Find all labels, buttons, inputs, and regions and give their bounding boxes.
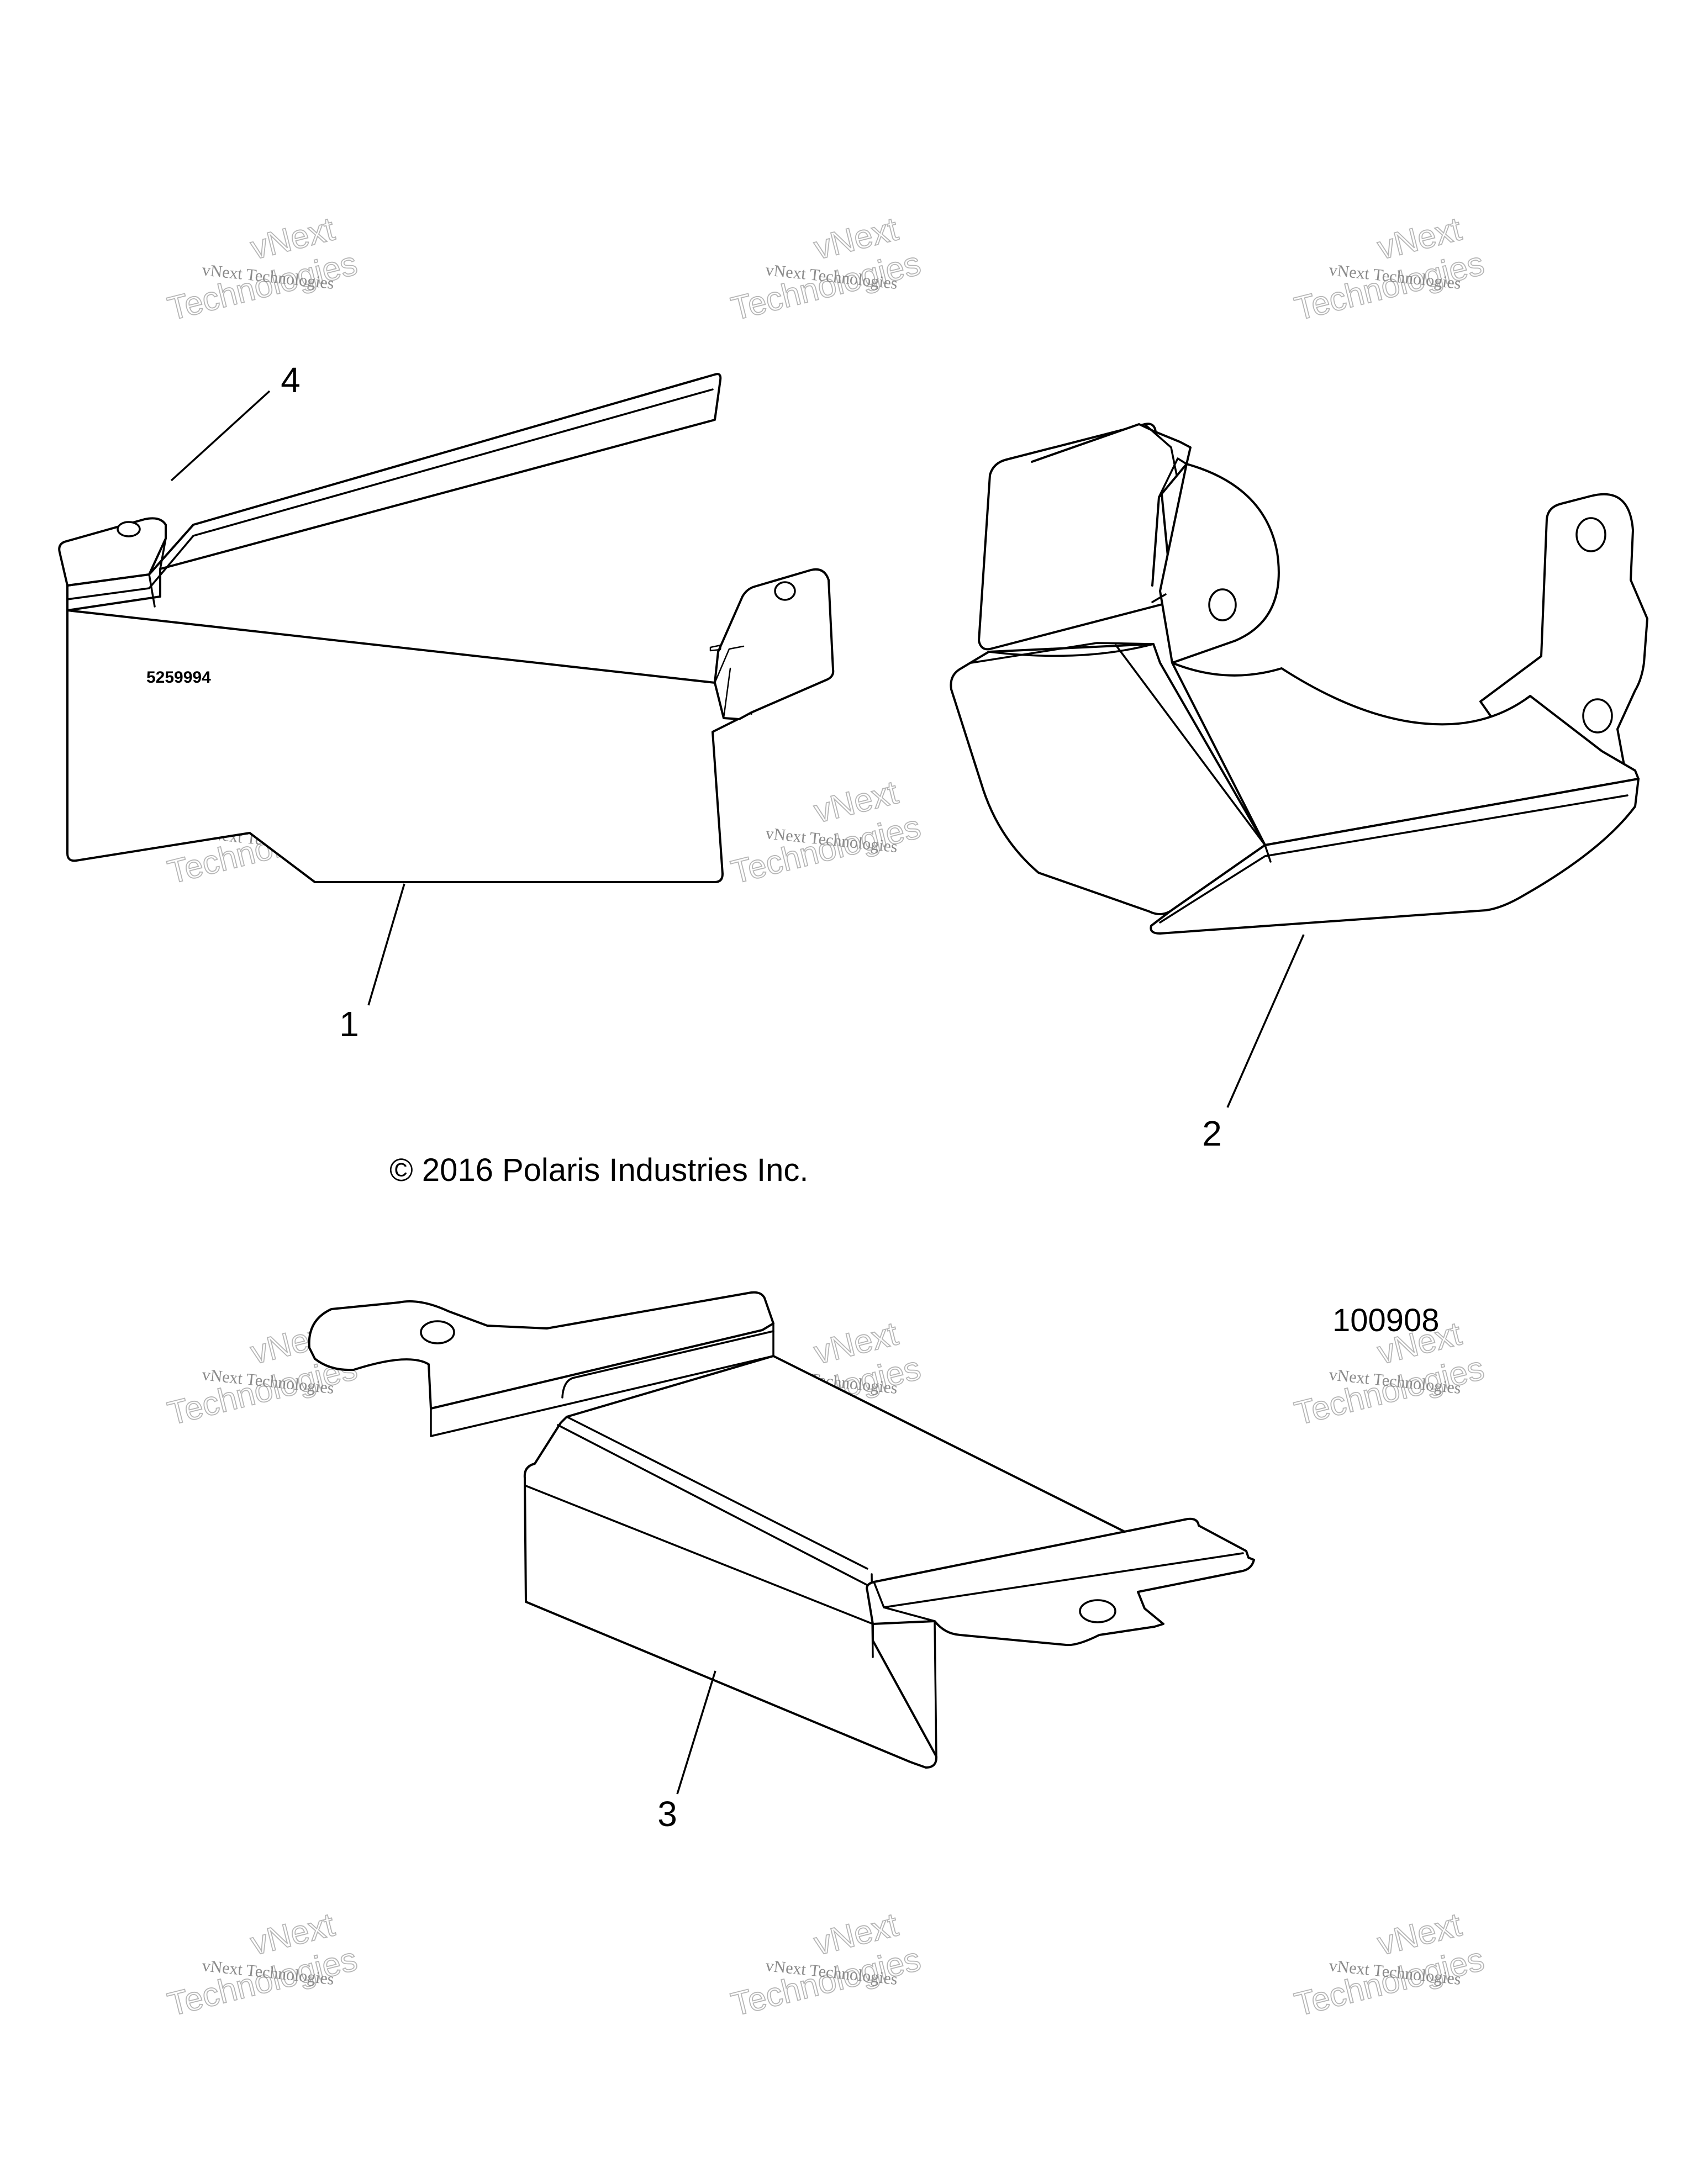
part-3-bracket-shield bbox=[308, 1291, 1255, 1795]
part-3-hole-upper bbox=[420, 1320, 455, 1344]
part-4-rivet-hole bbox=[117, 521, 141, 537]
part-1-mount-hole bbox=[774, 581, 796, 601]
drawing-number: 100908 bbox=[1332, 1302, 1440, 1338]
part-1-heat-shield: 5259994 bbox=[58, 373, 835, 1006]
part-2-curved-shield bbox=[950, 423, 1648, 1108]
part-2-hole-upper bbox=[1575, 517, 1606, 552]
leader-3 bbox=[676, 1670, 716, 1795]
part-1-stamp: 5259994 bbox=[146, 668, 211, 687]
part-2-hole-lower bbox=[1582, 698, 1613, 734]
callout-3: 3 bbox=[657, 1794, 677, 1834]
leader-2 bbox=[1226, 934, 1305, 1108]
leader-4 bbox=[170, 390, 271, 482]
callout-1: 1 bbox=[339, 1004, 359, 1044]
leader-1 bbox=[367, 883, 405, 1006]
callout-4: 4 bbox=[281, 360, 301, 400]
copyright-notice: © 2016 Polaris Industries Inc. bbox=[389, 1152, 808, 1188]
callout-2: 2 bbox=[1202, 1114, 1222, 1153]
part-2-hole-upper-plate bbox=[1208, 588, 1237, 621]
part-3-hole-right bbox=[1079, 1599, 1116, 1623]
